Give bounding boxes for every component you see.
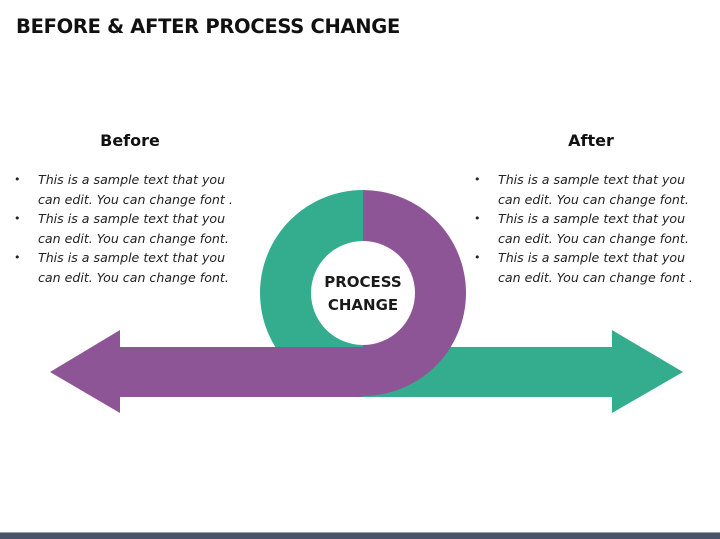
after-bullet-text: This is a sample text that you can edit.… [498, 250, 693, 285]
bottom-bar [0, 532, 720, 539]
before-heading: Before [100, 131, 160, 150]
after-heading: After [568, 131, 614, 150]
after-bullet-item: • This is a sample text that you can edi… [474, 248, 708, 287]
after-bullet-item: • This is a sample text that you can edi… [474, 170, 708, 209]
after-bullet-text: This is a sample text that you can edit.… [498, 211, 689, 246]
after-bullet-list: • This is a sample text that you can edi… [474, 170, 708, 287]
ring-purple-half [50, 190, 466, 413]
bullet-dot-icon: • [14, 251, 21, 264]
slide-title: BEFORE & AFTER PROCESS CHANGE [16, 15, 401, 38]
before-bullet-item: • This is a sample text that you can edi… [14, 209, 248, 248]
bullet-dot-icon: • [474, 251, 481, 264]
ring-center-hole [312, 242, 414, 344]
before-bullet-item: • This is a sample text that you can edi… [14, 248, 248, 287]
before-bullet-list: • This is a sample text that you can edi… [14, 170, 248, 287]
center-label-line2: CHANGE [327, 296, 399, 314]
after-bullet-text: This is a sample text that you can edit.… [498, 172, 689, 207]
bullet-dot-icon: • [474, 173, 481, 186]
ring-green-half [260, 190, 363, 396]
before-bullet-item: • This is a sample text that you can edi… [14, 170, 248, 209]
bullet-dot-icon: • [14, 173, 21, 186]
bullet-dot-icon: • [474, 212, 481, 225]
center-label: PROCESS CHANGE [311, 271, 415, 317]
before-bullet-text: This is a sample text that you can edit.… [38, 172, 233, 207]
before-bullet-text: This is a sample text that you can edit.… [38, 211, 229, 246]
center-label-line1: PROCESS [324, 273, 402, 291]
before-bullet-text: This is a sample text that you can edit.… [38, 250, 229, 285]
after-bullet-item: • This is a sample text that you can edi… [474, 209, 708, 248]
bullet-dot-icon: • [14, 212, 21, 225]
